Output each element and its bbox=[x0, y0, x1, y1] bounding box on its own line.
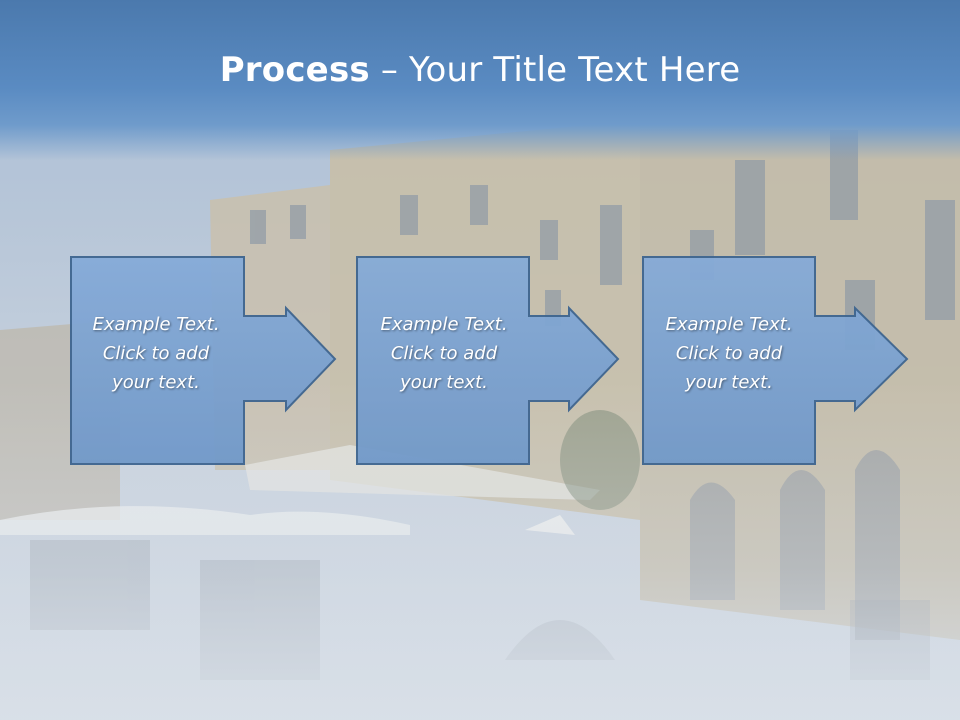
slide-title[interactable]: Process – Your Title Text Here bbox=[0, 50, 960, 90]
step-1-line-2: Click to add bbox=[102, 343, 210, 364]
process-step-3[interactable] bbox=[635, 250, 920, 475]
step-2-line-2: Click to add bbox=[390, 343, 498, 364]
title-bold: Process bbox=[219, 50, 370, 90]
step-3-text[interactable]: Example Text. Click to add your text. bbox=[644, 310, 814, 397]
step-3-line-1: Example Text. bbox=[665, 314, 793, 335]
process-step-2[interactable] bbox=[350, 250, 635, 475]
step-3-line-2: Click to add bbox=[675, 343, 783, 364]
header-band bbox=[0, 0, 960, 160]
step-1-line-3: your text. bbox=[112, 372, 200, 393]
process-step-1[interactable] bbox=[65, 250, 350, 475]
title-rest: – Your Title Text Here bbox=[369, 50, 741, 90]
step-3-line-3: your text. bbox=[685, 372, 773, 393]
step-1-line-1: Example Text. bbox=[92, 314, 220, 335]
step-1-text[interactable]: Example Text. Click to add your text. bbox=[71, 310, 241, 397]
step-2-text[interactable]: Example Text. Click to add your text. bbox=[359, 310, 529, 397]
step-2-line-1: Example Text. bbox=[380, 314, 508, 335]
step-2-line-3: your text. bbox=[400, 372, 488, 393]
